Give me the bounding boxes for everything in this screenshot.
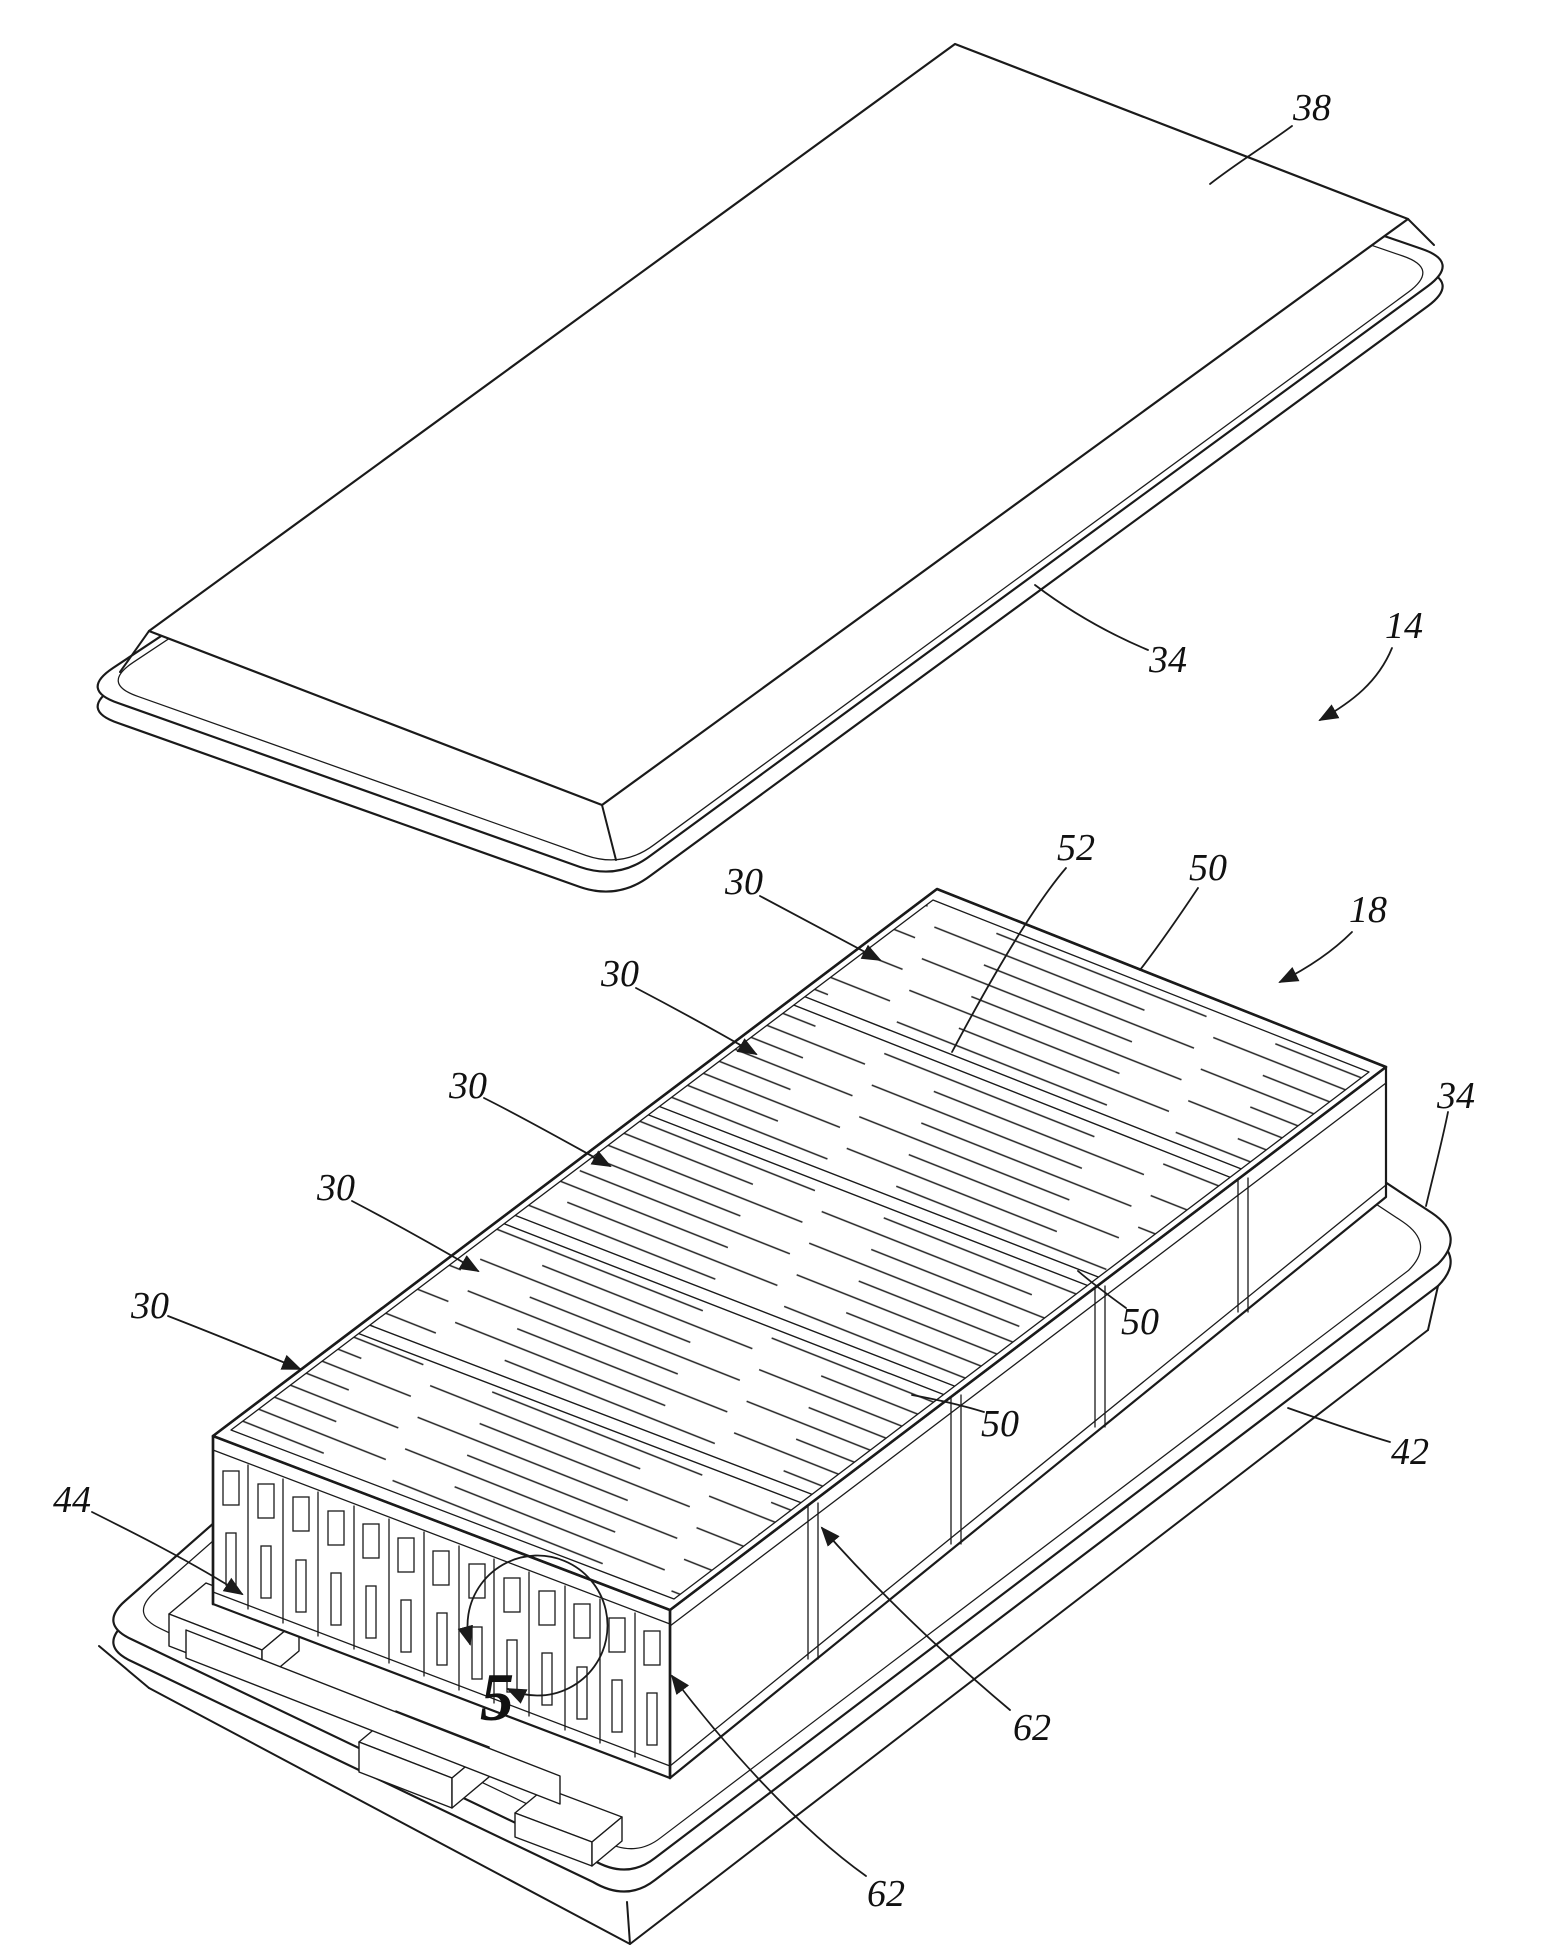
tray-base-outline [148, 1329, 1429, 1945]
label-30-1: 30 [724, 861, 882, 961]
leader-arrow-62-right [820, 1526, 1011, 1711]
leader-line-34-upper [1034, 584, 1149, 651]
ref-numeral-30-1: 30 [724, 861, 763, 903]
cover-lid [96, 42, 1444, 893]
leader-line-52 [951, 867, 1067, 1053]
leader-line-50-lower [911, 1394, 985, 1413]
cross-frame-rails [351, 993, 1250, 1506]
leader-line-50-mid [1077, 1270, 1127, 1309]
ref-numeral-30-2: 30 [600, 953, 639, 995]
tray-support-ledge [185, 1629, 561, 1805]
ref-numeral-30-3: 30 [448, 1065, 487, 1107]
tray-floor-boss-3 [514, 1787, 623, 1867]
label-42: 42 [1287, 1407, 1429, 1473]
leader-line-42 [1287, 1407, 1391, 1443]
label-30-3: 30 [448, 1065, 612, 1167]
frame-post-62-d [1237, 1177, 1249, 1313]
section-circle-5 [457, 1554, 609, 1704]
label-62-bottom: 62 [670, 1674, 905, 1915]
leader-arrow-30-5 [167, 1315, 302, 1370]
label-30-2: 30 [600, 953, 758, 1055]
label-50-upper: 50 [1139, 847, 1227, 971]
tray-wall-front-edge [626, 1901, 631, 1945]
leader-arrow-30-4 [351, 1200, 480, 1273]
leader-arrow-44 [91, 1511, 244, 1596]
module-top-hatching [231, 900, 1369, 1599]
ref-numeral-5: 5 [480, 1659, 514, 1735]
ref-numeral-52: 52 [1057, 827, 1095, 869]
ref-numeral-38: 38 [1292, 87, 1331, 129]
module-top-perimeter-frame-50 [211, 887, 1388, 1612]
ref-numeral-42: 42 [1391, 1431, 1429, 1473]
ref-numeral-62-right: 62 [1013, 1707, 1051, 1749]
ref-numeral-18: 18 [1349, 889, 1387, 931]
label-18: 18 [1278, 889, 1387, 983]
ref-numeral-34-right: 34 [1436, 1075, 1475, 1117]
label-38: 38 [1209, 87, 1331, 185]
label-30-5: 30 [130, 1285, 302, 1370]
label-44: 44 [53, 1479, 244, 1596]
label-62-right: 62 [820, 1526, 1051, 1749]
label-50-lower: 50 [911, 1394, 1019, 1445]
leader-line-34-right [1425, 1111, 1449, 1207]
ref-numeral-62-bottom: 62 [867, 1873, 905, 1915]
battery-module-assembly [211, 887, 1388, 1780]
leader-arrow-18 [1278, 931, 1353, 983]
tray-wall-right-edge [1427, 1285, 1439, 1331]
module-top-inner-frame-line [230, 899, 1370, 1600]
label-34-upper: 34 [1034, 584, 1187, 681]
frame-post-62-c [1094, 1285, 1106, 1428]
ref-numeral-50-mid: 50 [1121, 1301, 1159, 1343]
lid-skirt-edge-left [119, 630, 150, 673]
cell-terminal-tabs [222, 1470, 661, 1666]
ref-numeral-34-upper: 34 [1148, 639, 1187, 681]
label-30-4: 30 [316, 1167, 480, 1273]
leader-arrow-62-bottom [670, 1674, 867, 1877]
frame-post-62-b [950, 1394, 962, 1545]
label-52: 52 [951, 827, 1095, 1053]
reference-labels: 38 34 14 52 50 18 30 30 [53, 87, 1475, 1915]
leader-line-38 [1209, 125, 1293, 185]
ref-numeral-44: 44 [53, 1479, 91, 1521]
module-top-surface [211, 887, 1388, 1612]
label-14: 14 [1318, 605, 1423, 721]
cell-divider-lines [247, 1464, 636, 1758]
label-34-right: 34 [1425, 1075, 1475, 1207]
leader-arrow-30-2 [635, 987, 758, 1055]
ref-numeral-50-lower: 50 [981, 1403, 1019, 1445]
tray-wall-left-edge [98, 1645, 150, 1689]
leader-arrow-14 [1318, 647, 1393, 721]
label-5-section-callout: 5 [457, 1554, 609, 1735]
ref-numeral-50-upper: 50 [1189, 847, 1227, 889]
frame-post-62-a [807, 1502, 819, 1660]
leader-arrow-30-3 [483, 1097, 612, 1167]
leader-arrow-30-1 [759, 895, 882, 961]
label-50-mid: 50 [1077, 1270, 1159, 1343]
ref-numeral-30-4: 30 [316, 1167, 355, 1209]
lid-skirt-edge-right [1407, 218, 1435, 246]
lid-top-face [147, 42, 1410, 807]
leader-line-50-upper [1139, 887, 1199, 971]
lid-skirt-edge-bottom [601, 804, 617, 861]
ref-numeral-14: 14 [1385, 605, 1423, 647]
ref-numeral-30-5: 30 [130, 1285, 169, 1327]
